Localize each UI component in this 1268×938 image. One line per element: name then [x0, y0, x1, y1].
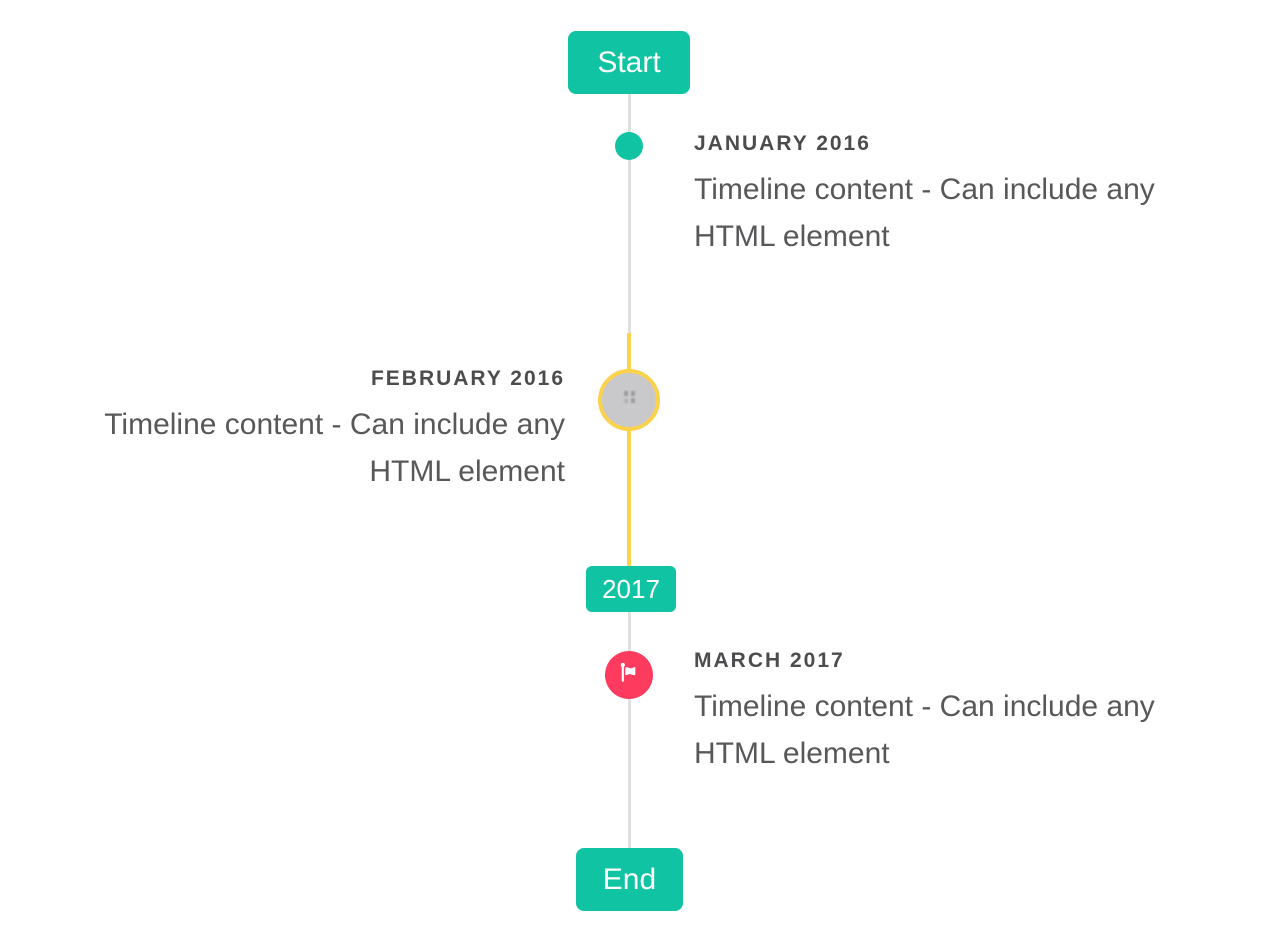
dot-marker [615, 132, 643, 160]
image-circle-marker [598, 369, 660, 431]
entry-content: Timeline content - Can include any HTML … [694, 173, 1155, 253]
flag-circle-marker [605, 651, 653, 699]
timeline-line-segment-bottom [628, 612, 631, 848]
entry-content: Timeline content - Can include any HTML … [694, 690, 1155, 770]
timeline-entry-march-2017: MARCH 2017 Timeline content - Can includ… [694, 648, 1234, 777]
start-button[interactable]: Start [568, 31, 690, 94]
entry-title: MARCH 2017 [694, 649, 845, 672]
entry-title: FEBRUARY 2016 [370, 367, 565, 390]
entry-content: Timeline content - Can include any HTML … [104, 408, 565, 488]
flag-icon [616, 660, 642, 691]
timeline-entry-january-2016: JANUARY 2016 Timeline content - Can incl… [694, 131, 1234, 260]
timeline-line-highlight-segment [627, 333, 631, 569]
image-placeholder-icon [621, 389, 638, 411]
timeline-entry-february-2016: FEBRUARY 2016 Timeline content - Can inc… [25, 366, 565, 495]
entry-title: JANUARY 2016 [694, 132, 871, 155]
timeline-line-segment-top [628, 94, 631, 333]
year-badge: 2017 [586, 566, 676, 612]
end-button[interactable]: End [576, 848, 683, 911]
